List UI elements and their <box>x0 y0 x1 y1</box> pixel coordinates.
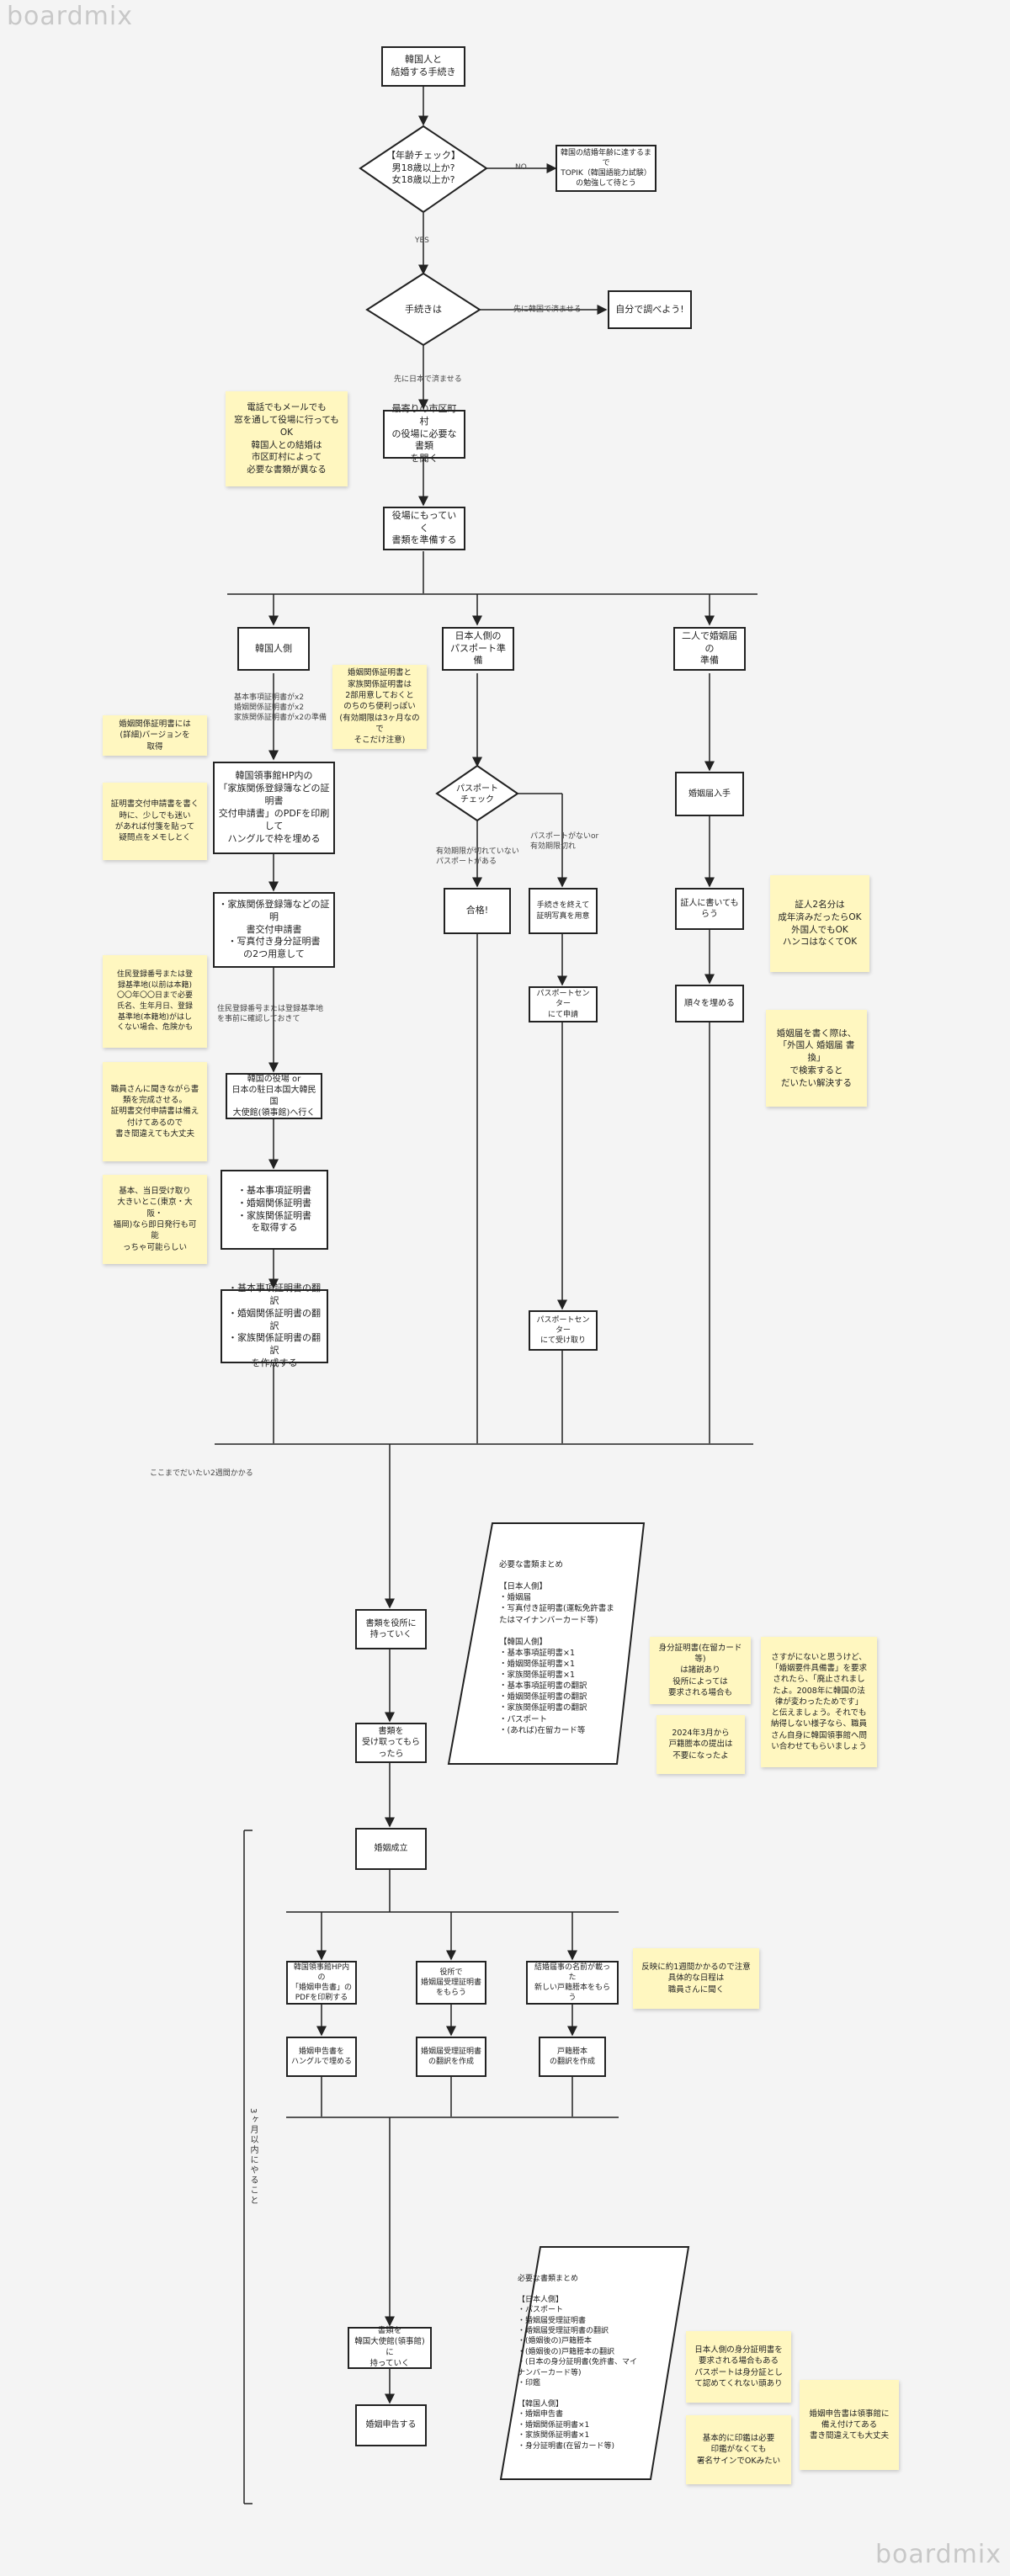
sticky-note-11: 2024年3月から 戸籍謄本の提出は 不要になったよ <box>656 1715 745 1774</box>
self-check-node: 自分で調べよう! <box>608 290 692 329</box>
go-embassy-node: 韓国の役場 or 日本の駐日本国大韓民国 大使館(領事館)へ行く <box>226 1073 322 1119</box>
label-yes: YES <box>415 236 429 245</box>
embassy-bring-node: 書類を 韓国大使館(領事館)に 持っていく <box>348 2326 432 2369</box>
fill-form-node: 順々を埋める <box>675 985 744 1022</box>
sticky-note-10: 身分証明書(在留カード等) は諸説あり 役所によっては 要求される場合も <box>650 1637 751 1704</box>
passport-apply-node: 手続きを終えて 証明写真を用意 <box>529 888 598 934</box>
label-passport-valid: 有効期限が切れていない パスポートがある <box>436 847 519 867</box>
label-first-japan: 先に日本で済ませる <box>394 375 462 384</box>
label-two-weeks: ここまでだいたい2週間かかる <box>150 1469 253 1478</box>
passport-check-text: パスポート チェック <box>456 783 498 805</box>
sticky-note-4: 証明書交付申請書を書く 時に、少しでも迷い があれば付箋を貼って 疑問点をメモし… <box>103 783 207 860</box>
sticky-note-16: 基本的に印鑑は必要 印鑑がなくても 署名サインでOKみたい <box>686 2415 791 2484</box>
ward-node: 最寄りの市区町村 の役場に必要な書類 を聞く <box>383 403 465 464</box>
passport-center-apply-node: パスポートセンター にて申請 <box>529 986 598 1022</box>
accepted-node: 書類を 受け取ってもらったら <box>355 1723 427 1763</box>
family-docs-node: ・家族関係登録簿などの証明 書交付申請書 ・写真付き身分証明書 の2つ用意して <box>213 892 335 968</box>
family-register-translate-node: 戸籍謄本 の翻訳を作成 <box>539 2037 606 2077</box>
doc-list-2: 必要な書類まとめ 【日本人側】 ・パスポート ・婚姻届受理証明書 ・婚姻届受理証… <box>518 2275 638 2451</box>
two-people-node: 二人で婚姻届の 準備 <box>673 627 746 671</box>
label-registry-note: 住民登録番号または登録基準地 を事前に確認しておきて <box>217 1005 324 1024</box>
sticky-note-2: 婚姻関係証明書と 家族関係証明書は 2部用意しておくと のちのち便利っぽい (有… <box>332 665 427 749</box>
label-passport-none: パスポートがないor 有効期限切れ <box>530 832 599 852</box>
label-three-months: 3ヶ月以内にやること <box>248 2108 258 2207</box>
marriage-node: 婚姻成立 <box>355 1828 427 1870</box>
sticky-note-8: 証人2名分は 成年済みだったらOK 外国人でもOK ハンコはなくてOK <box>770 875 869 972</box>
sticky-note-12: さすがにないと思うけど、 「婚姻要件具備書」を要求 されたら、「廃止されまし た… <box>761 1637 877 1767</box>
label-first-korea: 先に韓国で済ませる <box>513 305 582 314</box>
age-check-diamond <box>359 125 488 214</box>
sticky-note-1: 電話でもメールでも 窓を通して役場に行ってもOK 韓国人との結婚は 市区町村によ… <box>226 391 348 486</box>
family-register-node: 結婚届事の名前が載った 新しい戸籍謄本をもらう <box>526 1961 619 2005</box>
get-certs-node: ・基本事項証明書 ・婚姻関係証明書 ・家族関係証明書 を取得する <box>221 1170 328 1250</box>
bring-docs-node: 書類を役所に 持っていく <box>355 1609 427 1649</box>
where-diamond <box>365 272 481 347</box>
sticky-note-7: 基本、当日受け取り 大きいとこ(東京・大阪・ 福岡)なら即日発行も可能 っちゃ可… <box>103 1175 207 1264</box>
sticky-note-5: 住民登録番号または登 録基準地(以前は本籍) 〇〇年〇〇日まで必要 氏名、生年月… <box>103 955 207 1048</box>
age-check-text: 【年齢チェック】 男18歳以上か? 女18歳以上か? <box>386 149 460 186</box>
japanese-passport-node: 日本人側の パスポート準備 <box>442 627 514 671</box>
doc-list-2-shape <box>499 2246 690 2480</box>
report-fill-node: 婚姻申告書を ハングルで埋める <box>286 2037 357 2077</box>
korean-side-node: 韓国人側 <box>237 627 310 671</box>
print-report-node: 韓国領事館HP内の 「婚姻申告書」の PDFを印刷する <box>286 1961 357 2005</box>
ward-cert-node: 役所で 婚姻届受理証明書 をもらう <box>416 1961 486 2005</box>
passport-center-receive-node: パスポートセンター にて受け取り <box>529 1310 598 1351</box>
prepare-node: 役場にもっていく 書類を準備する <box>383 507 465 550</box>
start-node: 韓国人と 結婚する手続き <box>381 46 465 87</box>
report-submit-node: 婚姻申告する <box>355 2404 427 2446</box>
watermark-top: boardmix <box>7 2 133 31</box>
sticky-note-3: 婚姻関係証明書には (詳細)バージョンを 取得 <box>103 715 207 756</box>
sticky-note-6: 職員さんに聞きながら書 類を完成させる。 証明書交付申請書は備え 付けてあるので… <box>103 1062 207 1161</box>
sticky-note-15: 婚姻申告書は領事館に 備え付けてある 書き間違えても大丈夫 <box>800 2380 899 2470</box>
witness-node: 証人に書いてもらう <box>675 888 744 930</box>
label-no: NO <box>515 163 527 172</box>
sticky-note-9: 婚姻届を書く際は、 「外国人 婚姻届 書換」 で検索すると だいたい解決する <box>766 1010 867 1107</box>
doc-list-1: 必要な書類まとめ 【日本人側】 ・婚姻届 ・写真付き証明書(運転免許書ま たはマ… <box>499 1560 614 1735</box>
print-form-node: 韓国領事館HP内の 「家族関係登録簿などの証明書 交付申請書」のPDFを印刷して… <box>213 762 335 854</box>
label-korean-certs: 基本事項証明書がx2 婚姻関係証明書がx2 家族関係証明書がx2の準備 <box>234 693 327 723</box>
passport-ok-node: 合格! <box>444 888 511 934</box>
doc-list-1-shape <box>447 1522 646 1765</box>
sticky-note-14: 日本人側の身分証明書を 要求される場合もある パスポートは身分証とし て認めてく… <box>686 2331 791 2403</box>
passport-check-diamond <box>435 764 519 822</box>
get-form-node: 婚姻届入手 <box>675 772 744 816</box>
ward-cert-translate-node: 婚姻届受理証明書 の翻訳を作成 <box>416 2037 486 2077</box>
translate-node: ・基本事項証明書の翻訳 ・婚姻関係証明書の翻訳 ・家族関係証明書の翻訳 を作成す… <box>221 1283 328 1368</box>
sticky-note-13: 反映に約1週間かかるので注意 具体的な日程は 職員さんに聞く <box>633 1948 759 2009</box>
watermark-bottom: boardmix <box>875 2540 1002 2569</box>
where-text: 手続きは <box>405 303 442 315</box>
wait-node: 韓国の結婚年齢に達するまで TOPIK（韓国語能力試験） の勉強して待とう <box>556 145 656 192</box>
